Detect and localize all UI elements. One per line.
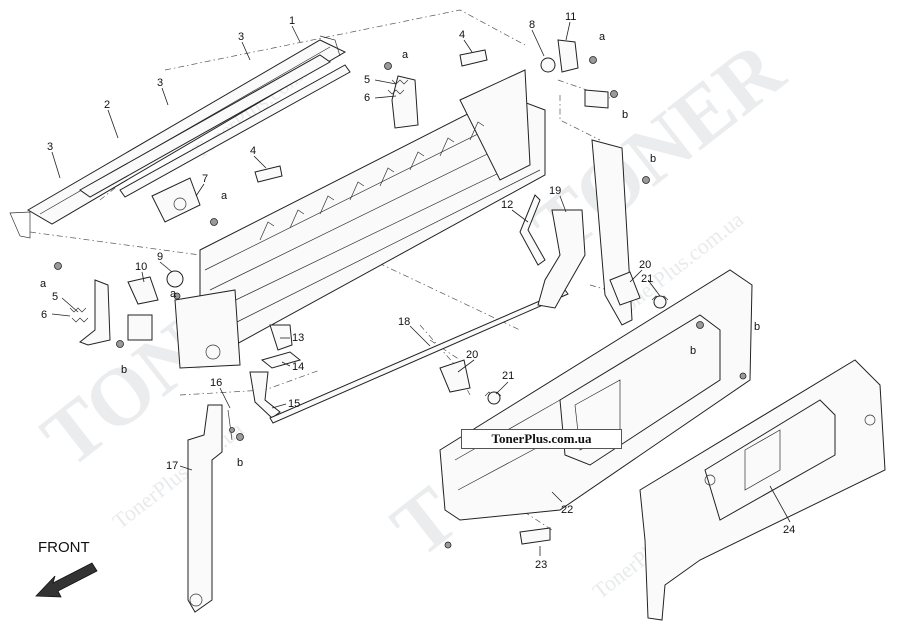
cover-24 [639, 359, 886, 621]
site-url-label: TonerPlus.com.ua [461, 429, 622, 449]
fastener-a: a [170, 288, 177, 300]
guide-rails [9, 35, 351, 239]
callout-7: 7 [202, 173, 208, 185]
fastener-a: a [40, 278, 47, 290]
callout-17: 17 [166, 460, 178, 472]
callout-2: 2 [104, 99, 110, 111]
callout-1: 1 [289, 15, 295, 27]
callout-3: 3 [157, 77, 163, 89]
callout-24: 24 [783, 524, 795, 536]
callout-13: 13 [292, 332, 304, 344]
fastener-b: b [121, 364, 127, 376]
fastener-b: b [650, 153, 656, 165]
front-label: FRONT [38, 539, 90, 556]
small-parts-left [54, 49, 488, 348]
callout-5: 5 [364, 74, 370, 86]
callout-3: 3 [238, 31, 244, 43]
callout-10: 10 [135, 261, 147, 273]
callout-11: 11 [565, 11, 576, 23]
cover-22 [439, 269, 753, 549]
front-indicator: FRONT [35, 539, 98, 598]
fastener-b: b [754, 321, 760, 333]
callout-12: 12 [501, 199, 513, 211]
callout-16: 16 [210, 377, 222, 389]
shaft [269, 289, 569, 424]
fastener-b: b [690, 345, 696, 357]
callout-22: 22 [561, 504, 573, 516]
callout-6: 6 [364, 92, 370, 104]
callout-21: 21 [502, 370, 514, 382]
callout-8: 8 [529, 19, 535, 31]
callout-5: 5 [52, 291, 58, 303]
fastener-a: a [221, 190, 228, 202]
callout-14: 14 [292, 361, 304, 373]
main-frame-assembly [174, 69, 546, 369]
callout-20: 20 [639, 259, 651, 271]
callout-3: 3 [47, 141, 53, 153]
fastener-b: b [622, 109, 628, 121]
callout-4: 4 [459, 29, 465, 41]
callout-20: 20 [466, 349, 478, 361]
fastener-a: a [402, 49, 409, 61]
levers-and-plate [187, 324, 302, 613]
callout-4: 4 [250, 145, 256, 157]
callout-19: 19 [549, 185, 561, 197]
callout-15: 15 [288, 398, 300, 410]
callout-labels: 1 2 3 3 3 4 4 5 5 6 6 7 8 9 10 11 12 13 … [40, 11, 795, 571]
callout-6: 6 [41, 309, 47, 321]
callout-21: 21 [641, 273, 653, 285]
front-arrow-icon [35, 562, 98, 598]
callout-23: 23 [535, 559, 547, 571]
small-parts-right [439, 39, 669, 405]
fastener-a: a [599, 31, 606, 43]
leader-lines [51, 21, 791, 556]
callout-18: 18 [398, 316, 410, 328]
callout-9: 9 [157, 251, 163, 263]
fastener-b: b [237, 457, 243, 469]
